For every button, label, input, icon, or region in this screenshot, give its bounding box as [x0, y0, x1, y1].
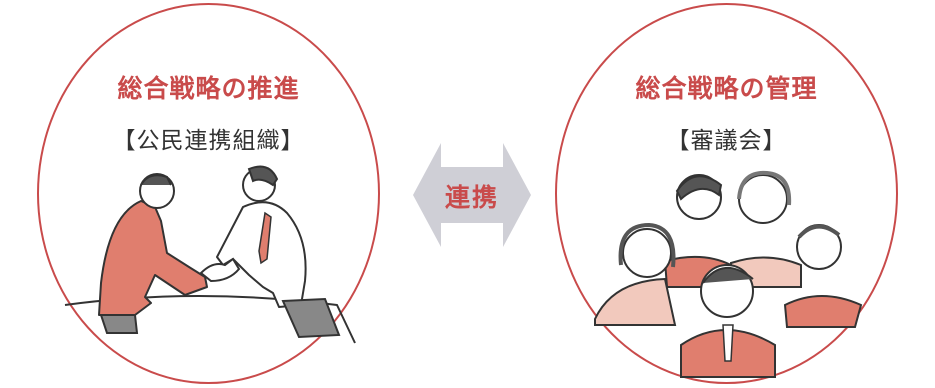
connector-label: 連携	[444, 183, 499, 212]
promotion-title: 総合戦略の推進	[117, 74, 300, 103]
management-subtitle: 【審議会】	[666, 128, 787, 154]
promotion-circle: 総合戦略の推進 【公民連携組織】	[37, 3, 380, 384]
promotion-subtitle: 【公民連携組織】	[112, 128, 305, 154]
double-arrow-icon	[413, 143, 531, 247]
management-title: 総合戦略の管理	[635, 74, 818, 103]
council-illustration	[594, 170, 863, 378]
handshake-illustration	[64, 165, 356, 344]
